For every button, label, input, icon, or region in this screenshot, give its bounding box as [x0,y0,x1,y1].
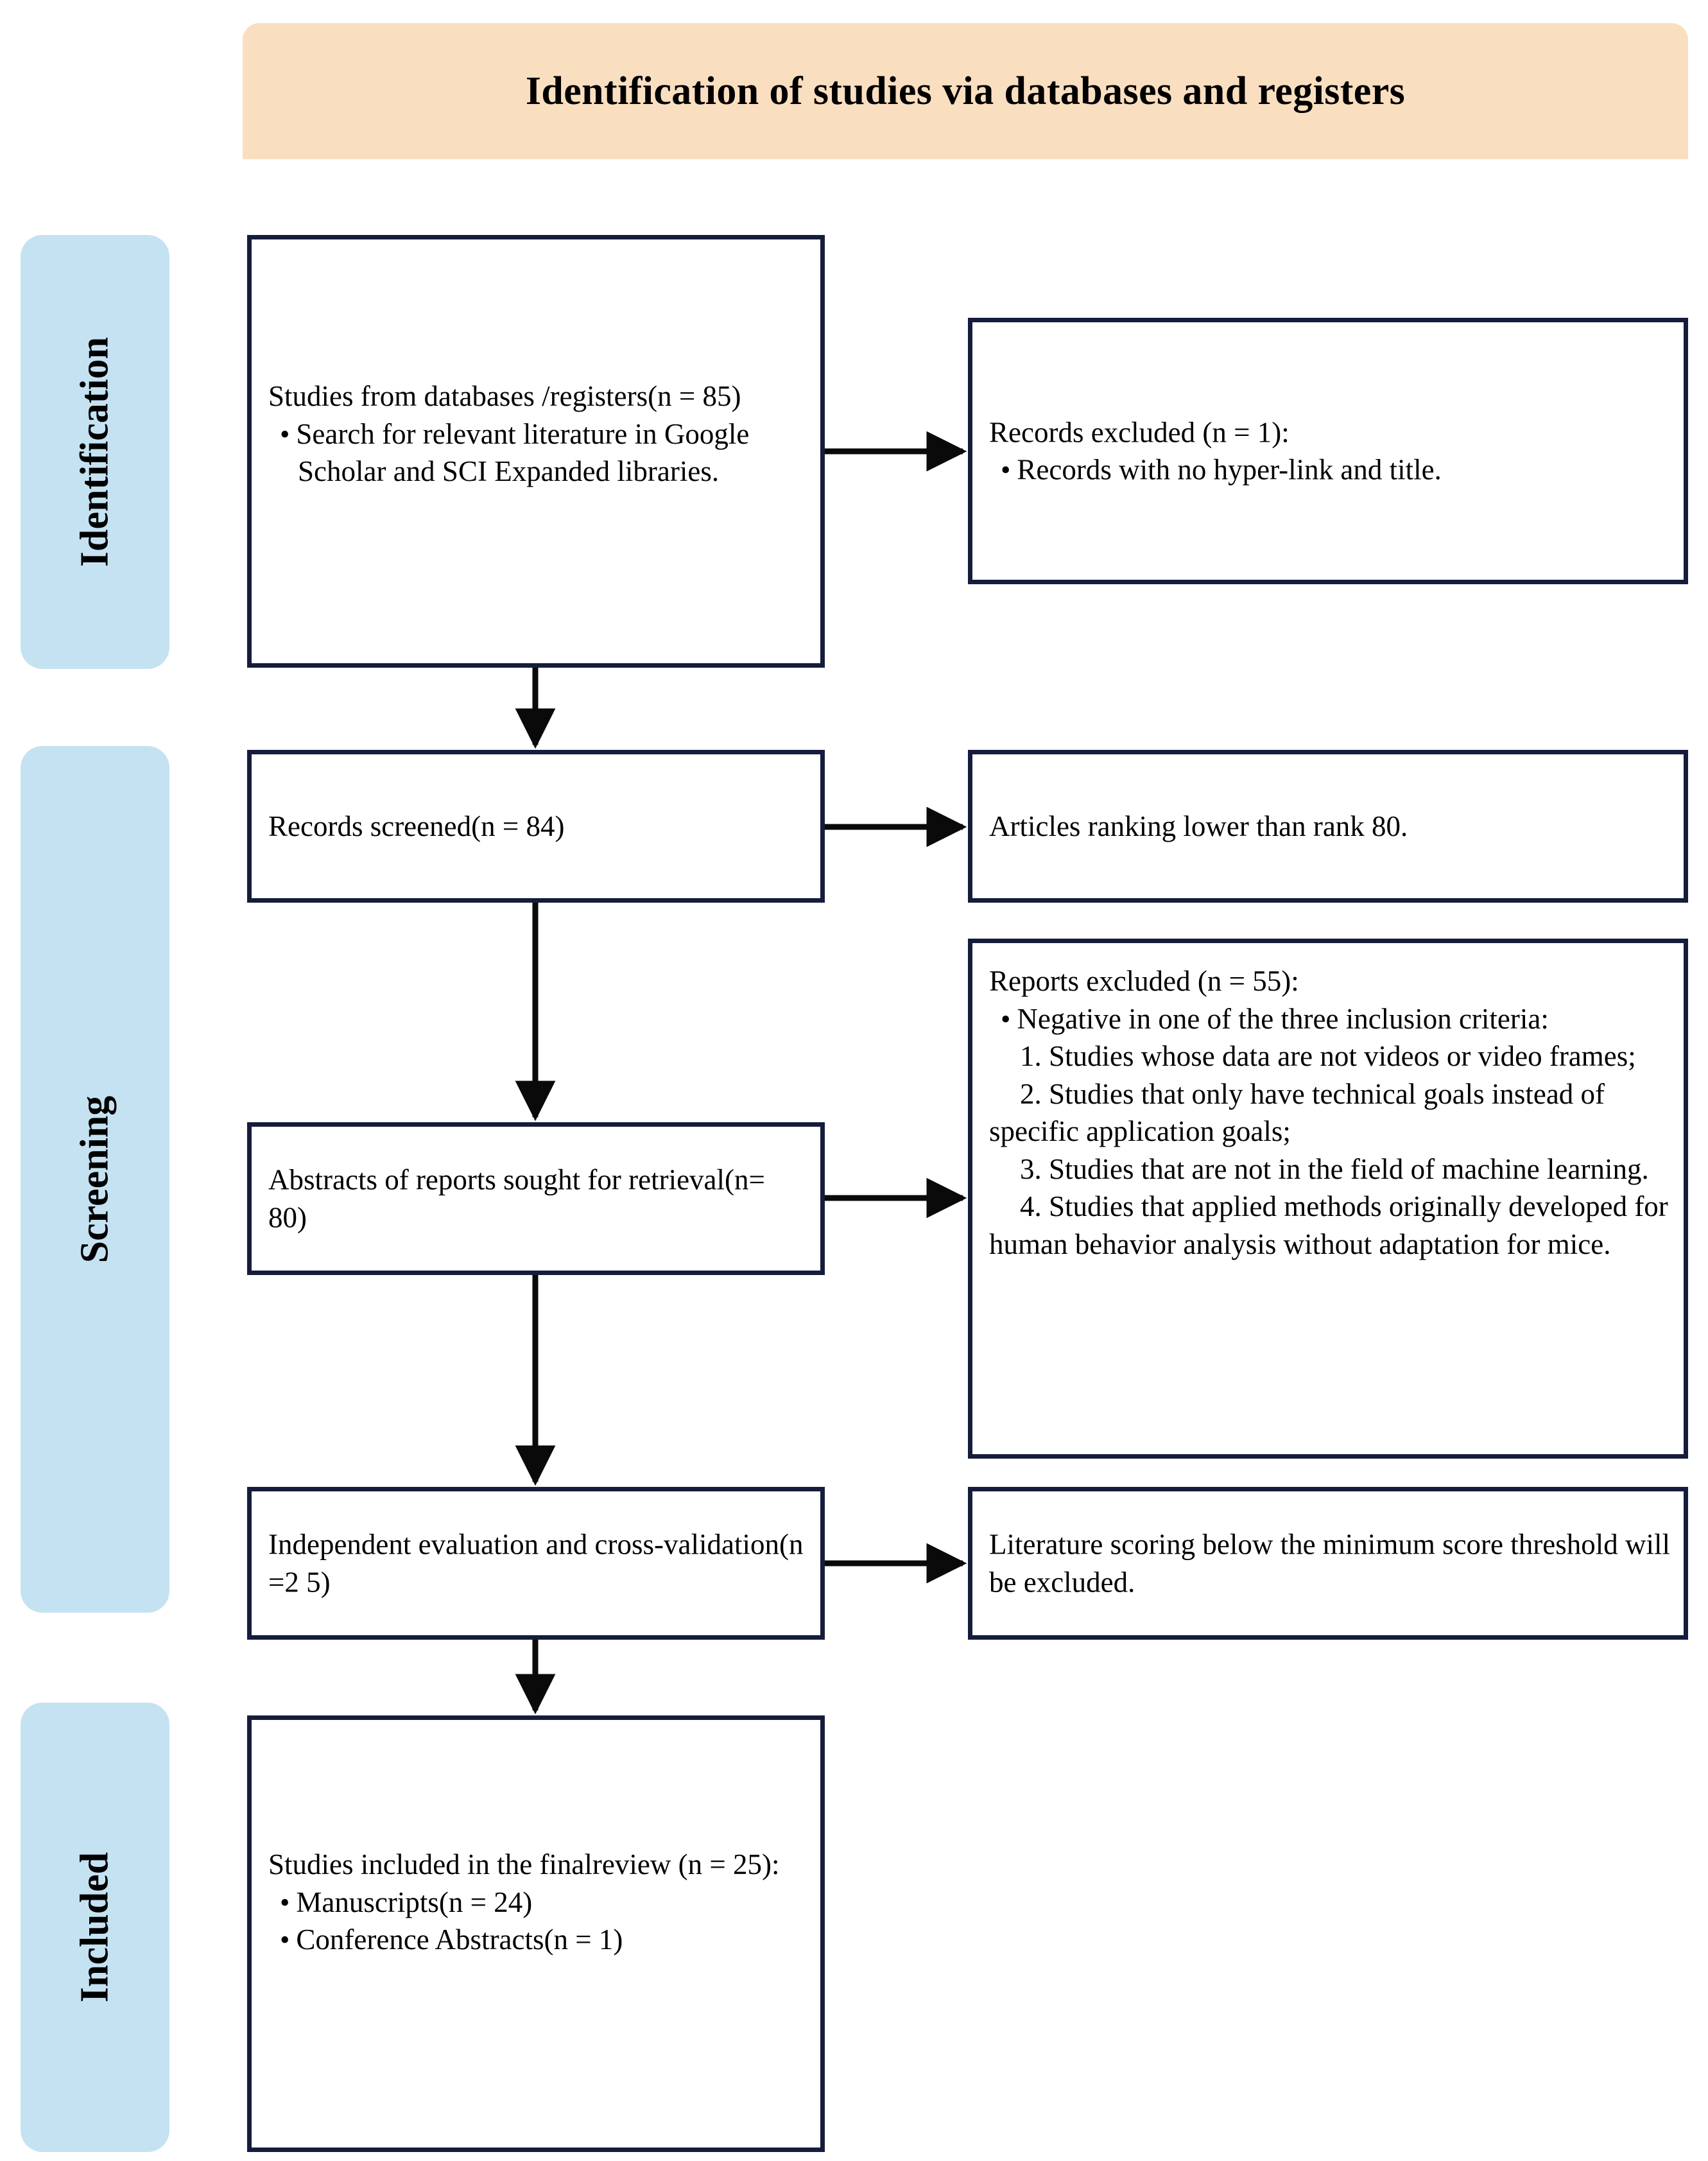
box-literature-scoring: Literature scoring below the minimum sco… [968,1487,1688,1640]
box-articles-ranking-text: Articles ranking lower than rank 80. [989,808,1671,846]
box-reports-excluded: Reports excluded (n = 55): Negative in o… [968,939,1688,1459]
box-abstracts-sought-text: Abstracts of reports sought for retrieva… [268,1161,807,1237]
box-studies-included-heading: Studies included in the finalreview (n =… [268,1848,780,1880]
box-records-screened-heading: Records screened(n = 84) [268,810,565,842]
box-studies-included-bullet-1: Conference Abstracts(n = 1) [268,1921,807,1959]
box-reports-excluded-heading: Reports excluded (n = 55): [989,965,1299,997]
box-independent-evaluation-heading: Independent evaluation and cross-validat… [268,1528,804,1599]
box-reports-excluded-bullet-0: Negative in one of the three inclusion c… [989,1000,1671,1038]
box-studies-from-databases-text: Studies from databases /registers(n = 85… [268,378,807,490]
box-abstracts-sought-heading: Abstracts of reports sought for retrieva… [268,1163,765,1234]
box-reports-excluded-criterion-1: 1. Studies whose data are not videos or … [1020,1040,1636,1072]
box-literature-scoring-heading: Literature scoring below the minimum sco… [989,1528,1670,1599]
box-records-excluded-text: Records excluded (n = 1): Records with n… [989,413,1671,489]
box-articles-ranking: Articles ranking lower than rank 80. [968,750,1688,903]
page-title: Identification of studies via databases … [525,69,1406,113]
box-reports-excluded-criterion-2: 2. Studies that only have technical goal… [989,1077,1605,1148]
box-reports-excluded-criterion-3: 3. Studies that are not in the field of … [1020,1152,1649,1185]
box-reports-excluded-criterion-4: 4. Studies that applied methods original… [989,1190,1668,1260]
box-records-screened: Records screened(n = 84) [247,750,825,903]
stage-band-identification: Identification [21,235,169,669]
box-studies-from-databases-bullet-0: Search for relevant literature in Google… [268,415,807,490]
box-studies-from-databases-heading: Studies from databases /registers(n = 85… [268,380,741,412]
diagram-header-banner: Identification of studies via databases … [243,23,1688,159]
box-studies-included-bullet-0: Manuscripts(n = 24) [268,1884,807,1922]
box-studies-from-databases: Studies from databases /registers(n = 85… [247,235,825,668]
box-reports-excluded-text: Reports excluded (n = 55): Negative in o… [989,962,1671,1263]
box-records-excluded-bullet-0: Records with no hyper-link and title. [989,451,1671,489]
box-abstracts-sought: Abstracts of reports sought for retrieva… [247,1122,825,1275]
stage-band-included: Included [21,1703,169,2152]
box-independent-evaluation-text: Independent evaluation and cross-validat… [268,1526,807,1601]
box-independent-evaluation: Independent evaluation and cross-validat… [247,1487,825,1640]
box-records-screened-text: Records screened(n = 84) [268,808,807,846]
box-articles-ranking-heading: Articles ranking lower than rank 80. [989,810,1408,842]
stage-band-screening: Screening [21,746,169,1613]
box-studies-included: Studies included in the finalreview (n =… [247,1715,825,2152]
box-records-excluded: Records excluded (n = 1): Records with n… [968,318,1688,584]
box-literature-scoring-text: Literature scoring below the minimum sco… [989,1526,1671,1601]
box-studies-included-text: Studies included in the finalreview (n =… [268,1846,807,1959]
box-records-excluded-heading: Records excluded (n = 1): [989,416,1290,448]
